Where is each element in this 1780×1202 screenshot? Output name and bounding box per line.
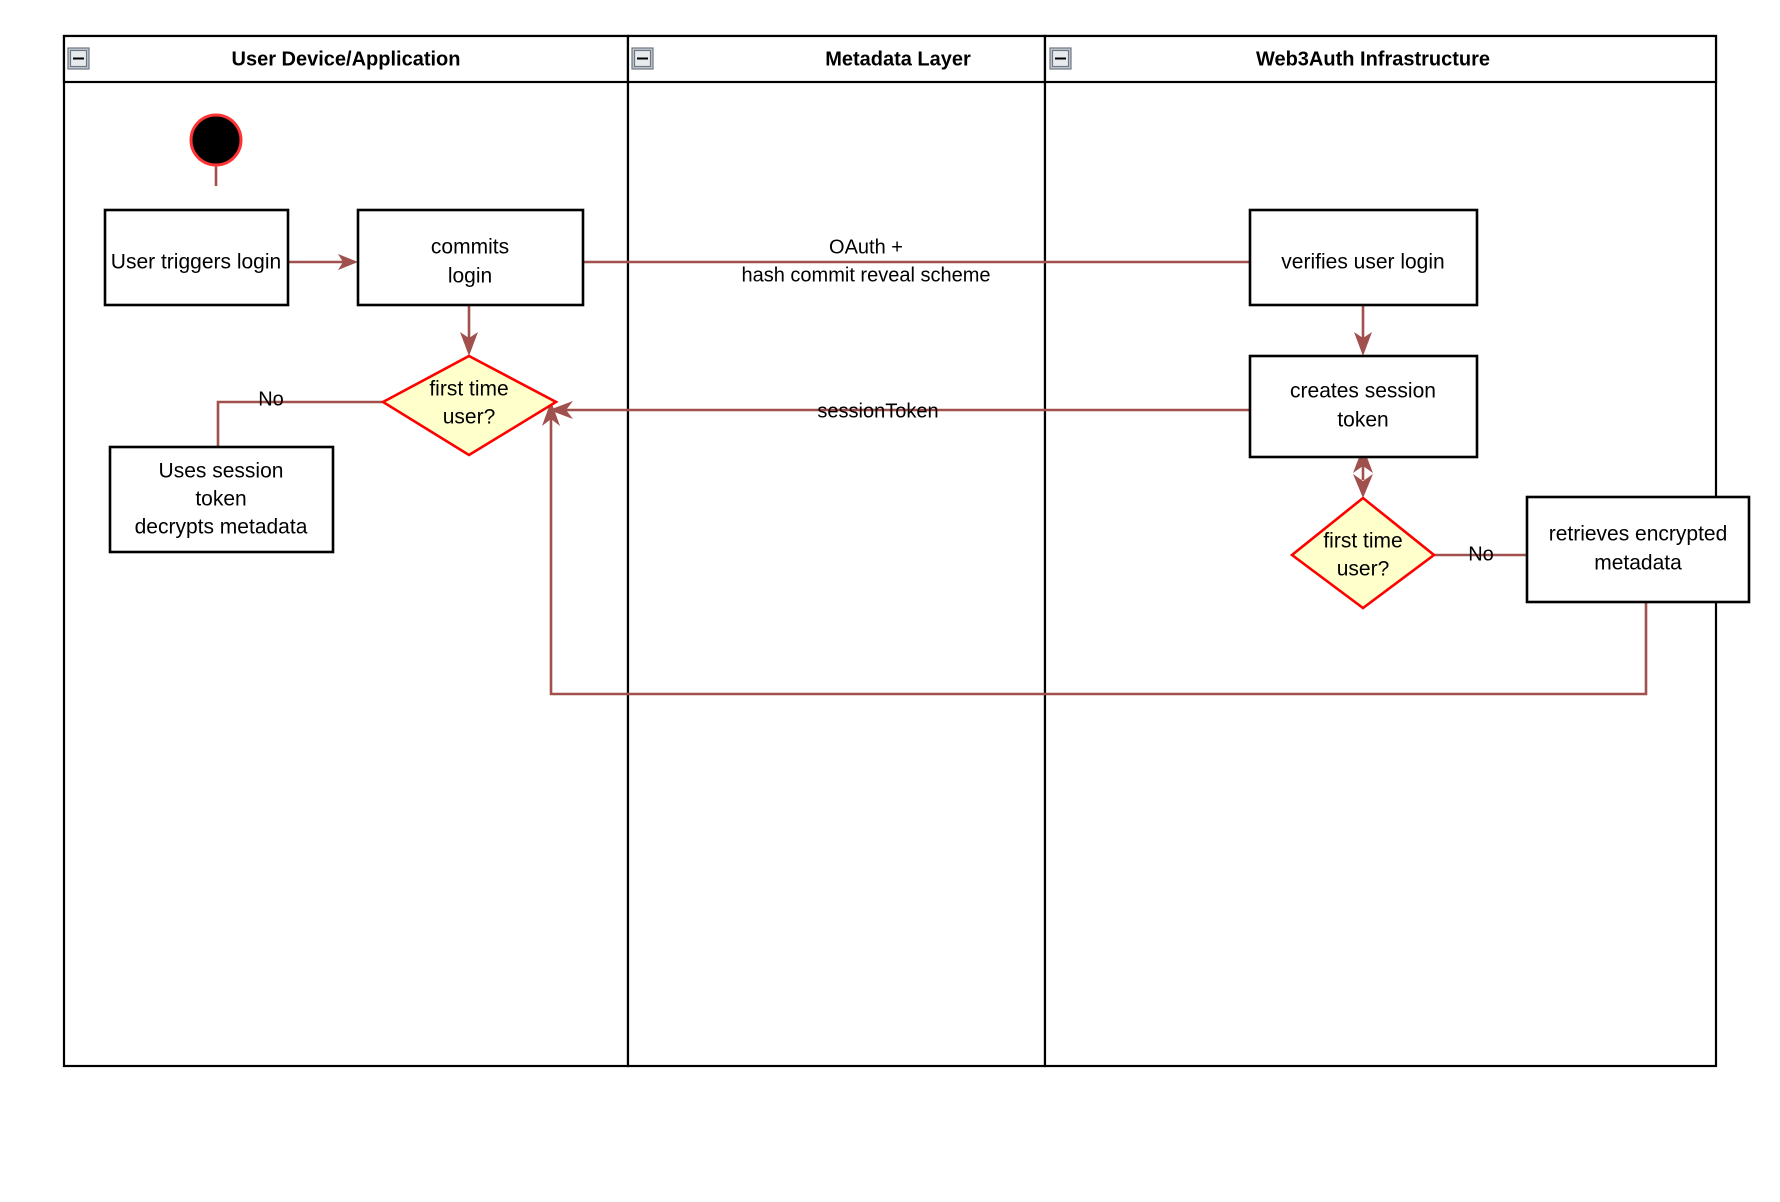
edge-commits-login-to-decision-left <box>460 305 478 356</box>
action-retrieves-encrypted-metadata[interactable]: retrieves encrypted metadata <box>1525 495 1751 604</box>
edge-decision-right-no-to-retrieves-metadata: No <box>1434 543 1527 565</box>
edge-label-session-token: sessionToken <box>817 400 938 422</box>
collapse-minus-icon[interactable] <box>67 47 90 70</box>
lane-header-user-device <box>62 34 630 84</box>
edge-label-no-right: No <box>1468 543 1494 565</box>
action-label-uses-session-line3: decrypts metadata <box>135 516 308 539</box>
edge-verifies-to-creates-session-token <box>1354 305 1372 356</box>
action-commits-login[interactable]: commits login <box>356 208 585 307</box>
action-label-creates-session-line1: creates session <box>1290 380 1436 403</box>
action-label-retrieves-metadata-line1: retrieves encrypted <box>1549 523 1728 546</box>
action-label-retrieves-metadata-line2: metadata <box>1594 552 1682 575</box>
action-uses-session-token[interactable]: Uses session token decrypts metadata <box>108 445 335 554</box>
action-creates-session-token[interactable]: creates session token <box>1248 354 1479 459</box>
edge-label-oauth-line2: hash commit reveal scheme <box>742 264 991 286</box>
action-label-uses-session-line2: token <box>195 488 246 511</box>
decision-label-left-line1: first time <box>429 378 508 401</box>
action-label-commits-login-line2: login <box>448 265 492 288</box>
edge-user-triggers-login-to-commits-login <box>288 254 358 270</box>
decision-first-time-user-right[interactable]: first time user? <box>1289 496 1437 610</box>
action-label-verifies-user-login: verifies user login <box>1281 251 1444 274</box>
lane-header-metadata-layer <box>626 34 1047 84</box>
action-label-creates-session-line2: token <box>1337 409 1388 432</box>
action-label-commits-login-line1: commits <box>431 236 509 259</box>
decision-first-time-user-left[interactable]: first time user? <box>380 354 559 457</box>
decision-label-right-line1: first time <box>1323 530 1402 553</box>
edge-label-oauth-line1: OAuth + <box>829 236 903 258</box>
start-node[interactable] <box>189 113 243 167</box>
collapse-minus-icon[interactable] <box>631 47 654 70</box>
decision-label-right-line2: user? <box>1337 558 1390 581</box>
action-user-triggers-login[interactable]: User triggers login <box>103 208 290 307</box>
lane-title-metadata-layer: Metadata Layer <box>825 48 971 70</box>
edge-creates-session-token-to-decision-right <box>1353 447 1373 498</box>
action-label-uses-session-line1: Uses session <box>159 460 284 483</box>
edge-decision-left-no-to-uses-session-token: No <box>216 388 383 447</box>
edge-session-token-to-decision-left: sessionToken <box>549 400 1250 422</box>
edge-label-no-left: No <box>258 388 284 410</box>
action-label-user-triggers-login: User triggers login <box>111 251 281 274</box>
swimlane-metadata-layer: Metadata Layer <box>626 34 1047 1068</box>
action-verifies-user-login[interactable]: verifies user login <box>1248 208 1479 307</box>
lane-body-metadata-layer <box>626 34 1047 1068</box>
lane-header-web3auth <box>1043 34 1718 84</box>
collapse-minus-icon[interactable] <box>1049 47 1072 70</box>
edge-commits-login-to-verifies-user-login: OAuth + hash commit reveal scheme <box>583 236 1250 286</box>
lane-title-web3auth: Web3Auth Infrastructure <box>1256 48 1490 70</box>
edge-retrieves-metadata-to-decision-left <box>542 401 1648 696</box>
lane-title-user-device: User Device/Application <box>232 48 461 70</box>
decision-label-left-line2: user? <box>443 406 496 429</box>
